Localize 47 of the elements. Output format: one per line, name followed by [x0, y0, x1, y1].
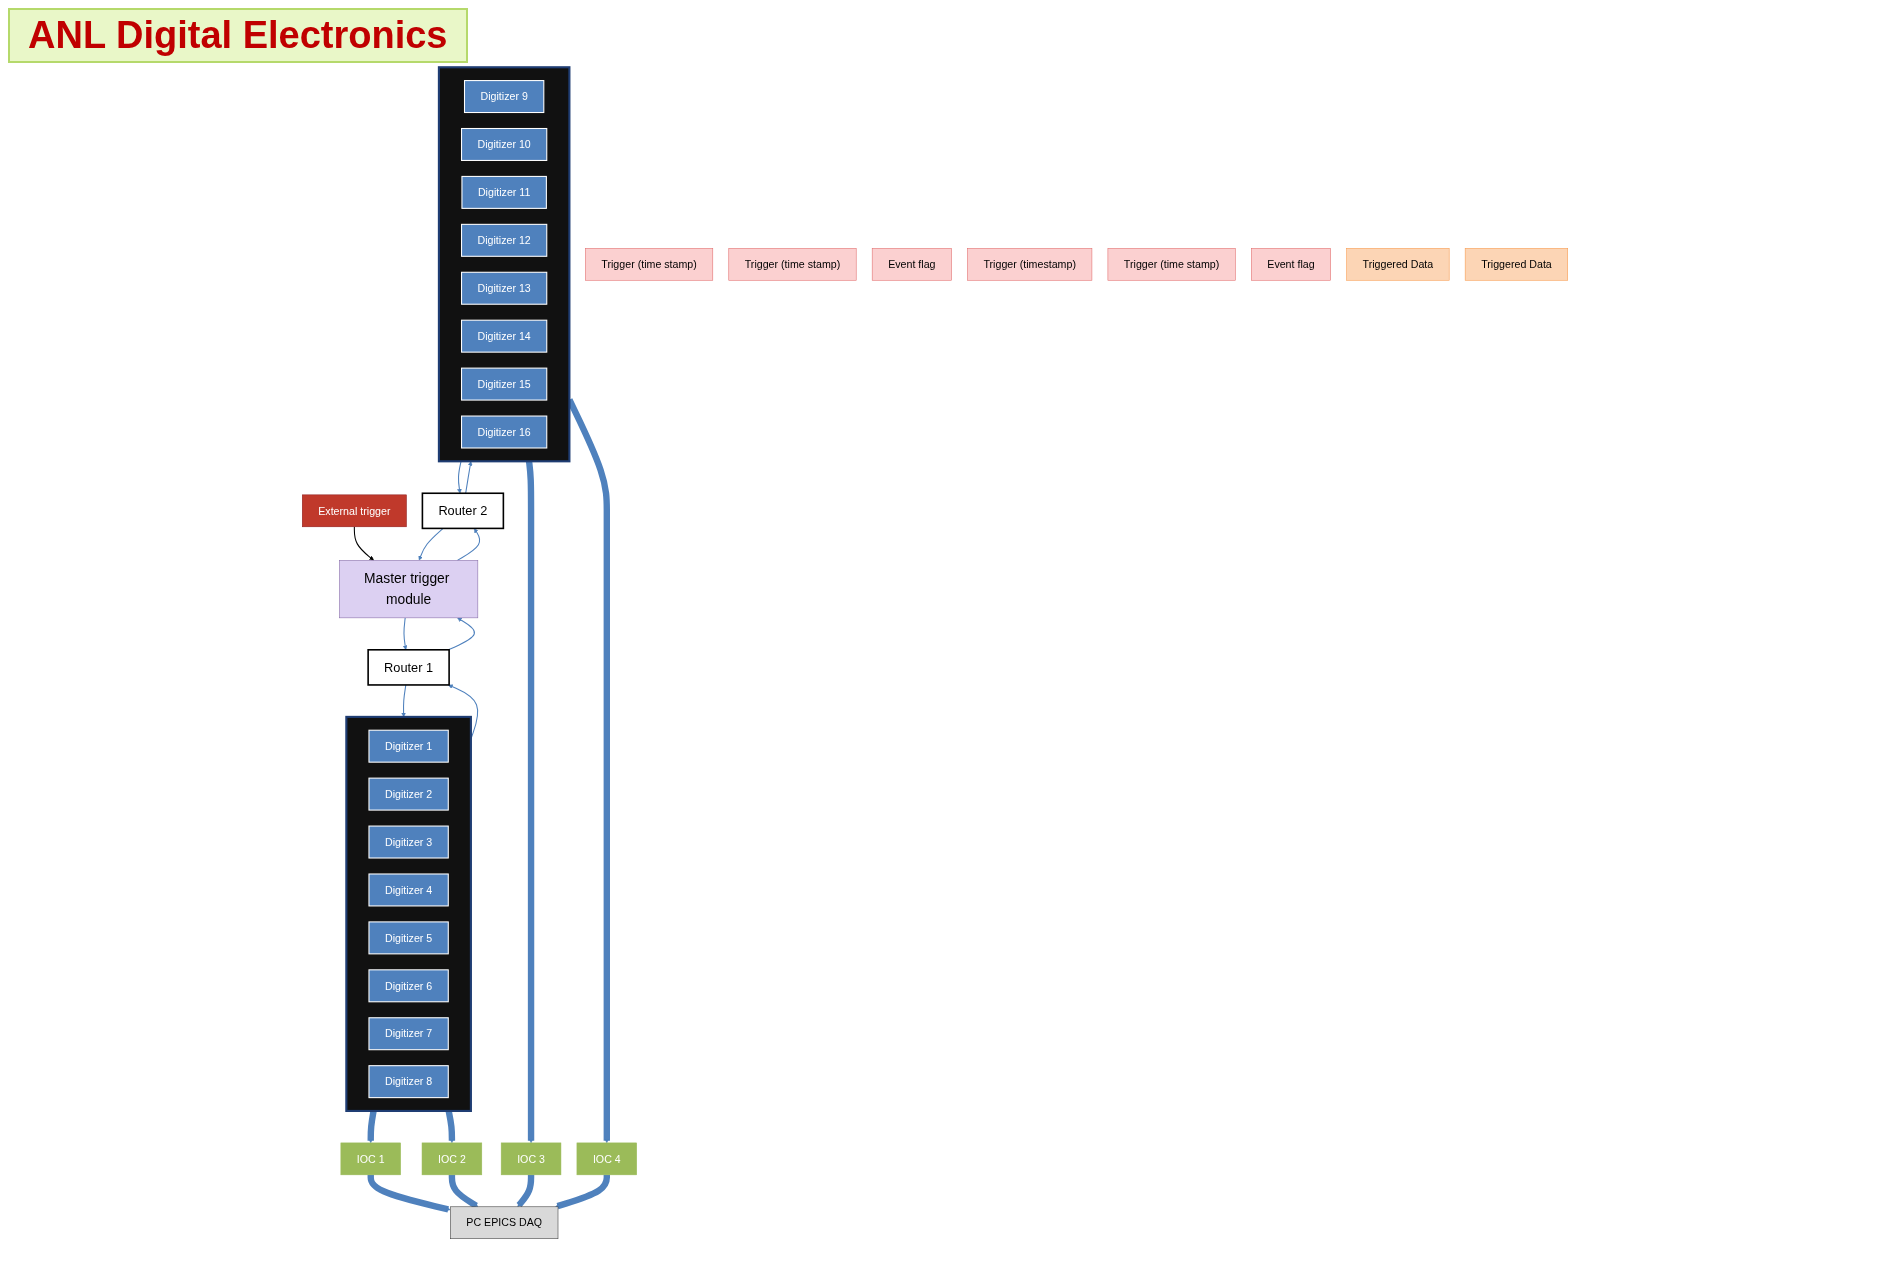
arrow: [516, 1174, 535, 1208]
arrow: [447, 617, 475, 651]
node-box: Event flag: [871, 248, 952, 281]
node-box: Digitizer 15: [461, 367, 548, 401]
node-box: Router 2: [421, 492, 505, 530]
node-box: PC EPICS DAQ: [450, 1206, 559, 1239]
arrow: [465, 461, 473, 494]
node-box: Digitizer 3: [368, 825, 449, 859]
node-box: Digitizer 5: [368, 921, 449, 955]
node-box: Triggered Data: [1346, 248, 1450, 281]
node-box: Digitizer 8: [368, 1065, 449, 1099]
node-box: Trigger (time stamp): [585, 248, 714, 281]
arrow: [353, 526, 374, 561]
cluster: [345, 715, 472, 1112]
node-box: IOC 1: [340, 1142, 401, 1176]
arrow: [367, 1110, 377, 1144]
node-box: Digitizer 10: [461, 127, 548, 161]
node-box: Event flag: [1251, 248, 1331, 281]
node-box: External trigger: [302, 494, 407, 528]
node-box: Master trigger module: [339, 560, 479, 619]
arrow: [456, 528, 481, 561]
node-box: Digitizer 2: [368, 777, 449, 811]
node-box: Router 1: [367, 649, 450, 686]
arrow: [367, 1174, 451, 1213]
node-box: Digitizer 9: [464, 80, 545, 114]
node-box: Digitizer 14: [461, 319, 548, 353]
node-box: Trigger (time stamp): [728, 248, 857, 281]
node-box: Digitizer 16: [461, 415, 548, 449]
node-box: Digitizer 6: [368, 969, 449, 1003]
cluster: [437, 66, 571, 463]
arrow: [418, 527, 444, 561]
diagram-title: ANL Digital Electronics: [8, 8, 468, 63]
node-box: Digitizer 1: [368, 729, 449, 763]
arrow: [555, 1174, 610, 1210]
node-box: Digitizer 11: [461, 175, 547, 209]
node-box: IOC 3: [500, 1142, 562, 1176]
node-box: IOC 2: [421, 1142, 483, 1176]
arrow: [445, 1110, 456, 1144]
node-box: Digitizer 12: [461, 223, 548, 257]
node-box: Digitizer 13: [461, 271, 548, 305]
arrow: [402, 617, 408, 650]
node-box: Trigger (time stamp): [1107, 248, 1236, 281]
node-box: IOC 4: [576, 1142, 637, 1176]
node-box: Triggered Data: [1464, 248, 1568, 281]
node-box: Digitizer 4: [368, 873, 449, 907]
node-box: Trigger (timestamp): [967, 248, 1093, 281]
node-box: Digitizer 7: [368, 1017, 449, 1051]
